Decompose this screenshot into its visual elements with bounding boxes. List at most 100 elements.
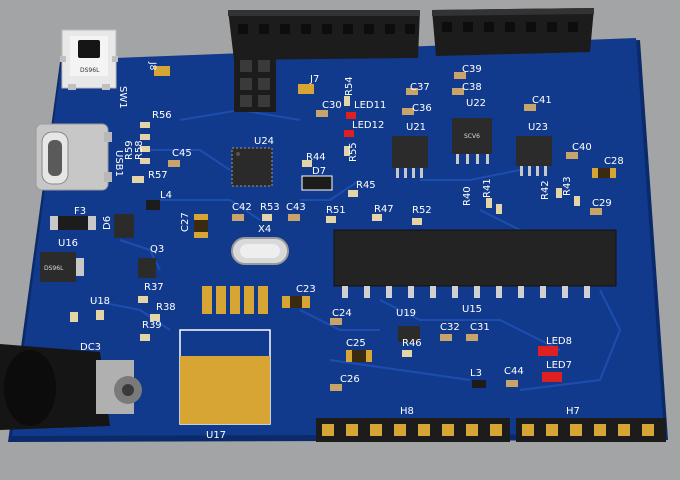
- cap-c36: [402, 108, 414, 115]
- label-c40: C40: [572, 142, 592, 153]
- label-u24: U24: [254, 136, 274, 147]
- label-j8: J8: [147, 61, 157, 71]
- label-r46: R46: [402, 338, 422, 349]
- label-r47: R47: [374, 204, 394, 215]
- u16-marking: DS96L: [44, 265, 64, 272]
- cap-c37: [406, 88, 418, 95]
- label-u17: U17: [206, 430, 226, 441]
- label-usb1: USB1: [113, 150, 124, 177]
- cap-c31: [466, 334, 478, 341]
- label-h8: H8: [400, 406, 414, 417]
- label-u19: U19: [396, 308, 416, 319]
- res-r57: [132, 176, 144, 183]
- transistor-q3: [138, 258, 156, 278]
- push-button-sw1: DS96L: [60, 29, 118, 90]
- res-r55: [344, 146, 350, 156]
- res-r53: [262, 214, 272, 221]
- label-r43: R43: [562, 176, 573, 196]
- label-c27: C27: [180, 212, 191, 232]
- ic-u19: [398, 326, 420, 342]
- cap-c42: [232, 214, 244, 221]
- label-d6: D6: [102, 216, 113, 230]
- label-r58: R58: [134, 140, 145, 160]
- label-c38: C38: [462, 82, 482, 93]
- cap-c41: [524, 104, 536, 111]
- res-r54: [344, 96, 350, 106]
- label-c39: C39: [462, 64, 482, 75]
- label-r40: R40: [462, 186, 473, 206]
- ic-u21: [392, 136, 428, 178]
- label-c30: C30: [322, 100, 342, 111]
- label-r53: R53: [260, 202, 280, 213]
- header-h8: [316, 418, 510, 442]
- res-u18a: [70, 312, 78, 322]
- cap-c30: [316, 110, 328, 117]
- label-r51: R51: [326, 205, 346, 216]
- header-top-left: [228, 10, 420, 60]
- label-r45: R45: [356, 180, 376, 191]
- inductor-l4: [146, 200, 160, 210]
- label-u18: U18: [90, 296, 110, 307]
- label-c36: C36: [412, 103, 432, 114]
- pad-j7: [298, 84, 314, 94]
- label-led7: LED7: [546, 360, 572, 371]
- label-u21: U21: [406, 122, 426, 133]
- pad-j8: [154, 66, 170, 76]
- diode-d7: [301, 175, 333, 191]
- res-r45: [348, 190, 358, 197]
- cap-c44: [506, 380, 518, 387]
- label-c42: C42: [232, 202, 252, 213]
- label-u23: U23: [528, 122, 548, 133]
- label-u16: U16: [58, 238, 78, 249]
- label-r41: R41: [482, 178, 493, 198]
- usb-c-connector: [35, 123, 112, 191]
- cap-c40: [566, 152, 578, 159]
- label-c23: C23: [296, 284, 316, 295]
- sw1-marking: DS96L: [80, 67, 100, 74]
- res-r47: [372, 214, 382, 221]
- res-r42: [556, 188, 562, 198]
- label-sw1: SW1: [117, 86, 128, 109]
- res-r39: [140, 334, 150, 341]
- label-c28: C28: [604, 156, 624, 167]
- res-r44: [302, 160, 312, 167]
- label-l3: L3: [470, 368, 482, 379]
- label-r52: R52: [412, 205, 432, 216]
- header-top-right: [432, 8, 594, 56]
- label-c26: C26: [340, 374, 360, 385]
- dc-jack-dc3: [0, 344, 142, 430]
- res-r46: [402, 350, 412, 357]
- ic-u22: SCV6: [452, 118, 492, 164]
- label-r42: R42: [540, 180, 551, 200]
- cap-c29: [590, 208, 602, 215]
- res-r52: [412, 218, 422, 225]
- label-c44: C44: [504, 366, 524, 377]
- label-q3: Q3: [150, 244, 164, 255]
- label-c32: C32: [440, 322, 460, 333]
- label-j7: J7: [309, 74, 319, 85]
- label-c43: C43: [286, 202, 306, 213]
- label-c29: C29: [592, 198, 612, 209]
- ic-u15: [333, 229, 617, 298]
- label-h7: H7: [566, 406, 580, 417]
- label-c25: C25: [346, 338, 366, 349]
- label-c41: C41: [532, 95, 552, 106]
- cap-c39: [454, 72, 466, 79]
- inductor-l3: [472, 380, 486, 388]
- label-c24: C24: [332, 308, 352, 319]
- pad-u17: [179, 329, 271, 425]
- label-r39: R39: [142, 320, 162, 331]
- label-c45: C45: [172, 148, 192, 159]
- cap-c43: [288, 214, 300, 221]
- cap-c45: [168, 160, 180, 167]
- led-led7: [542, 372, 562, 382]
- header-2x3: [234, 54, 276, 112]
- cap-c32: [440, 334, 452, 341]
- ic-u24: [231, 147, 273, 187]
- label-led12: LED12: [352, 120, 384, 131]
- cap-c26: [330, 384, 342, 391]
- led-led8: [538, 346, 558, 356]
- label-r54: R54: [344, 76, 355, 96]
- label-c37: C37: [410, 82, 430, 93]
